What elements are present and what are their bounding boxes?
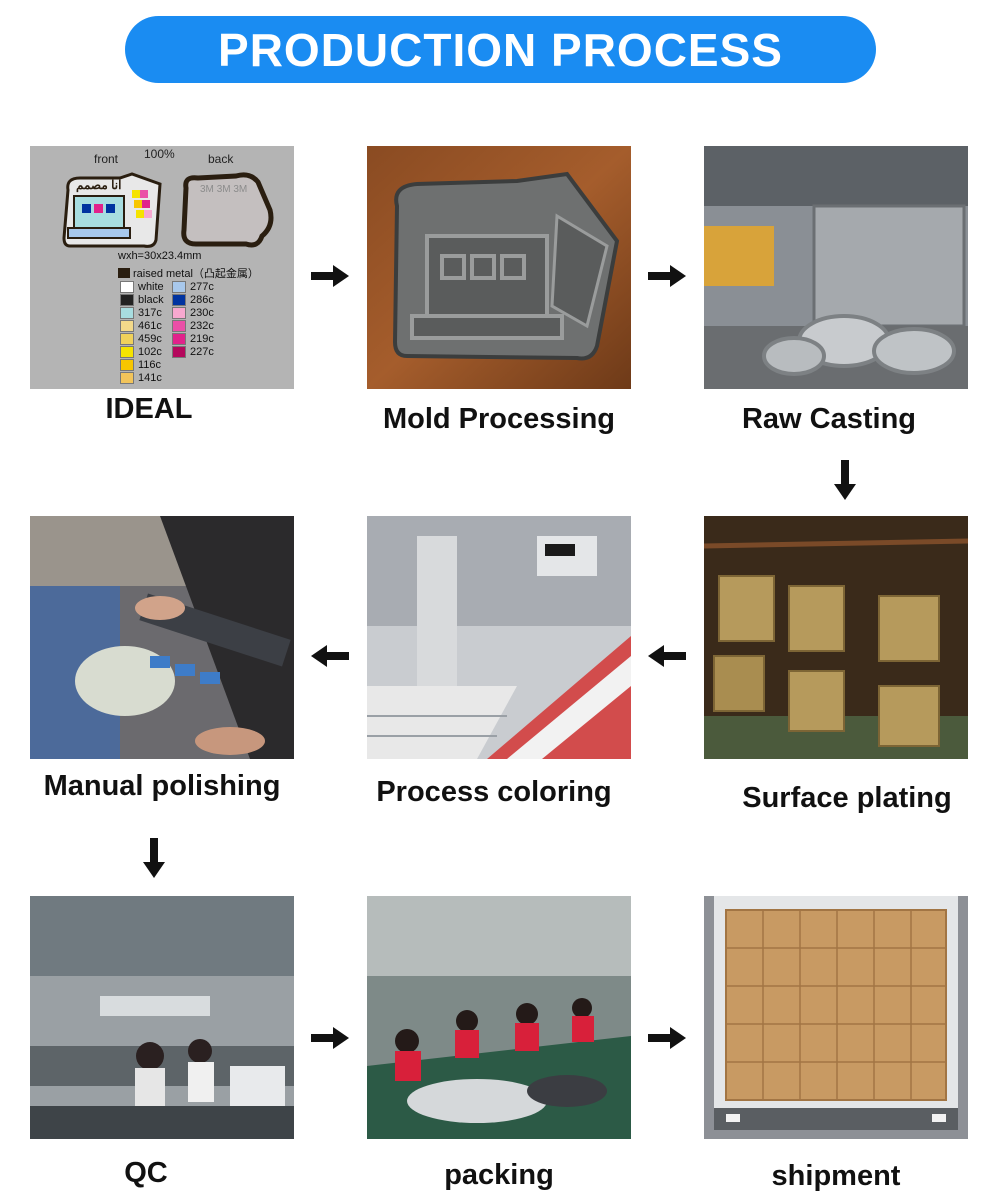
color-swatch — [120, 306, 134, 319]
percent-label: 100% — [144, 147, 175, 161]
back-label: back — [208, 152, 234, 166]
step-label-shipment: shipment — [771, 1160, 901, 1192]
color-swatch — [120, 371, 134, 384]
arrow-right-icon — [311, 1027, 349, 1049]
color-swatch-row: black — [120, 293, 164, 306]
arrow-right-icon — [648, 1027, 686, 1049]
raised-metal-label: raised metal（凸起金属） — [133, 268, 259, 280]
color-swatch-row: 116c — [120, 358, 164, 371]
color-code: 141c — [138, 371, 162, 384]
color-swatch — [120, 280, 134, 293]
step-label-process-coloring: Process coloring — [376, 776, 612, 808]
color-code: 227c — [190, 345, 214, 358]
front-label: front — [94, 152, 119, 166]
surface-plating-image — [704, 516, 968, 759]
color-code: 232c — [190, 319, 214, 332]
step-label-ideal: IDEAL — [105, 393, 193, 425]
process-coloring-image — [367, 516, 631, 759]
color-swatch-row: 277c — [172, 280, 214, 293]
ideal-design-image: front 100% back أنا مصمم 3M 3M 3M wxh=30… — [30, 146, 294, 389]
color-swatch-row: 102c — [120, 345, 164, 358]
page-title: PRODUCTION PROCESS — [218, 23, 783, 76]
color-code: 219c — [190, 332, 214, 345]
color-code: 277c — [190, 280, 214, 293]
color-swatch-row: 317c — [120, 306, 164, 319]
color-swatch-row: white — [120, 280, 164, 293]
size-spec: wxh=30x23.4mm — [118, 250, 202, 262]
raised-metal-row: raised metal（凸起金属） — [118, 265, 259, 281]
color-code: 459c — [138, 332, 162, 345]
color-swatch — [172, 319, 186, 332]
arrow-down-icon — [834, 460, 856, 500]
color-swatch — [120, 358, 134, 371]
back-stamp: 3M 3M 3M — [200, 184, 248, 195]
step-label-qc: QC — [124, 1157, 168, 1189]
color-swatch-row: 286c — [172, 293, 214, 306]
color-code: 286c — [190, 293, 214, 306]
color-code: 461c — [138, 319, 162, 332]
raised-metal-swatch — [118, 268, 130, 278]
color-swatch — [120, 319, 134, 332]
color-code: 102c — [138, 345, 162, 358]
arrow-down-icon — [143, 838, 165, 878]
arrow-right-icon — [311, 265, 349, 287]
badge-back-drawing — [181, 172, 274, 248]
brand-text: أنا مصمم — [76, 178, 122, 192]
packing-image — [367, 896, 631, 1139]
raw-casting-image — [704, 146, 968, 389]
manual-polishing-image — [30, 516, 294, 759]
color-swatch — [172, 280, 186, 293]
step-label-raw-casting: Raw Casting — [741, 403, 917, 435]
color-swatch — [172, 332, 186, 345]
color-code: 317c — [138, 306, 162, 319]
color-swatch-row: 141c — [120, 371, 164, 384]
arrow-left-icon — [648, 645, 686, 667]
shipment-image — [704, 896, 968, 1139]
badge-front-drawing — [62, 172, 162, 248]
color-swatch — [120, 332, 134, 345]
color-swatch — [120, 293, 134, 306]
color-code: 116c — [138, 358, 162, 371]
step-label-surface-plating: Surface plating — [742, 782, 952, 814]
color-swatch-row: 230c — [172, 306, 214, 319]
color-code: black — [138, 293, 164, 306]
color-code: white — [138, 280, 164, 293]
arrow-left-icon — [311, 645, 349, 667]
title-banner: PRODUCTION PROCESS — [125, 16, 876, 83]
color-swatch — [172, 293, 186, 306]
qc-image — [30, 896, 294, 1139]
step-label-manual-polishing: Manual polishing — [43, 770, 281, 802]
color-swatch-row: 227c — [172, 345, 214, 358]
step-label-packing: packing — [444, 1159, 554, 1191]
color-swatch-row: 461c — [120, 319, 164, 332]
color-code: 230c — [190, 306, 214, 319]
mold-processing-image — [367, 146, 631, 389]
color-swatch-row: 232c — [172, 319, 214, 332]
color-swatch — [172, 306, 186, 319]
color-swatch — [172, 345, 186, 358]
arrow-right-icon — [648, 265, 686, 287]
color-swatch-row: 459c — [120, 332, 164, 345]
step-label-mold-processing: Mold Processing — [382, 403, 616, 435]
color-swatch-row: 219c — [172, 332, 214, 345]
color-swatch — [120, 345, 134, 358]
